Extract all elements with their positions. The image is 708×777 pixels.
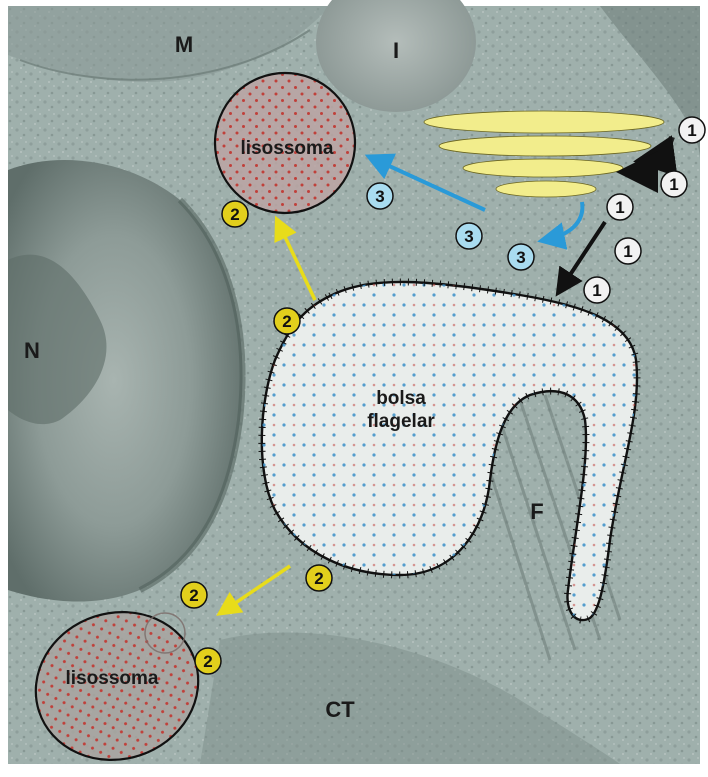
step3-badge-label: 3: [464, 227, 473, 246]
step1-badge-label: 1: [623, 242, 632, 261]
label-i: I: [393, 38, 399, 63]
step3-badge-label: 3: [375, 187, 384, 206]
step1-badge-label: 1: [669, 175, 678, 194]
step1-badge-label: 1: [592, 281, 601, 300]
step2-badge: 2: [181, 582, 207, 608]
step2-badge-label: 2: [314, 569, 323, 588]
step2-badge: 2: [195, 648, 221, 674]
step1-badge-label: 1: [615, 198, 624, 217]
label-m: M: [175, 32, 193, 57]
step1-badge: 1: [607, 194, 633, 220]
label-pocket-line1: bolsa: [376, 388, 426, 409]
step2-badge: 2: [306, 565, 332, 591]
label-f: F: [530, 499, 543, 524]
step1-badge: 1: [661, 171, 687, 197]
label-pocket-line2: flagelar: [367, 411, 435, 432]
step1-badge: 1: [615, 238, 641, 264]
step3-badge: 3: [508, 244, 534, 270]
label-ct: CT: [325, 697, 355, 722]
step2-badge-label: 2: [230, 205, 239, 224]
step3-badge: 3: [456, 223, 482, 249]
step3-badge-label: 3: [516, 248, 525, 267]
step2-badge-label: 2: [203, 652, 212, 671]
step2-badge-label: 2: [282, 312, 291, 331]
step3-badge: 3: [367, 183, 393, 209]
step2-badge-label: 2: [189, 586, 198, 605]
step1-badge: 1: [584, 277, 610, 303]
label-lysosome-bottom: lisossoma: [66, 668, 159, 689]
label-lysosome-top: lisossoma: [241, 138, 334, 159]
step2-badge: 2: [274, 308, 300, 334]
step1-badge: 1: [679, 117, 705, 143]
step1-badge-label: 1: [687, 121, 696, 140]
label-n: N: [24, 338, 40, 363]
step2-badge: 2: [222, 201, 248, 227]
